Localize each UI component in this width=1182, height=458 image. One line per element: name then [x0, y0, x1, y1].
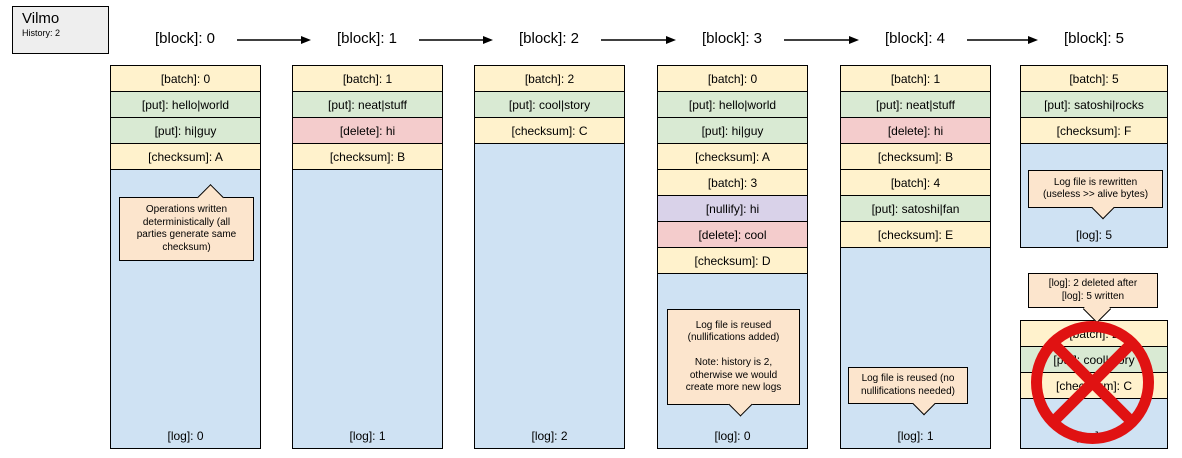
- log-label: [log]: 0: [714, 429, 751, 443]
- log-label: [log]: 1: [897, 429, 934, 443]
- op-box: [batch]: 4: [840, 169, 991, 196]
- callout-text: Log file is reused (nullifications added…: [685, 319, 782, 394]
- op-box: [checksum]: B: [292, 143, 443, 170]
- block-column-4: [batch]: 1 [put]: neat|stuff [delete]: h…: [840, 65, 991, 449]
- op-box: [put]: cool|story: [474, 91, 625, 118]
- op-box: [delete]: hi: [292, 117, 443, 144]
- no-entry-icon: [1031, 321, 1154, 444]
- op-box: [nullify]: hi: [657, 195, 808, 222]
- flow-arrow: [419, 36, 493, 44]
- op-box: [checksum]: E: [840, 221, 991, 248]
- op-box: [checksum]: C: [474, 117, 625, 144]
- block-label-0: [block]: 0: [154, 30, 216, 47]
- block-label-1: [block]: 1: [336, 30, 398, 47]
- block-label-5: [block]: 5: [1063, 30, 1125, 47]
- log-label: [log]: 5: [1075, 228, 1113, 242]
- log-file-box: [log]: 2: [474, 143, 625, 449]
- callout-text: Operations written deterministically (al…: [136, 204, 237, 253]
- block-label-4: [block]: 4: [884, 30, 946, 47]
- flow-arrows: [237, 36, 1038, 44]
- op-box: [checksum]: A: [657, 143, 808, 170]
- vilmo-history: History: 2: [22, 28, 61, 38]
- flow-arrow: [601, 36, 676, 44]
- op-box: [delete]: hi: [840, 117, 991, 144]
- op-box: [checksum]: A: [110, 143, 261, 170]
- flow-arrow: [237, 36, 311, 44]
- block-column-2: [batch]: 2 [put]: cool|story [checksum]:…: [474, 65, 625, 449]
- log-file-box: [log]: 1: [840, 247, 991, 449]
- op-box: [checksum]: B: [840, 143, 991, 170]
- log-label: [log]: 1: [349, 429, 386, 443]
- callout-log-deleted: [log]: 2 deleted after [log]: 5 written: [1028, 273, 1158, 324]
- op-box: [batch]: 3: [657, 169, 808, 196]
- op-box: [put]: satoshi|rocks: [1020, 91, 1168, 118]
- op-box: [batch]: 2: [474, 65, 625, 92]
- log-label: [log]: 2: [531, 429, 568, 443]
- log-label: [log]: 0: [167, 429, 204, 443]
- block-label-2: [block]: 2: [518, 30, 580, 47]
- callout-deterministic: Operations written deterministically (al…: [119, 184, 254, 261]
- op-box: [delete]: cool: [657, 221, 808, 248]
- op-box: [put]: hello|world: [657, 91, 808, 118]
- vilmo-node: Vilmo History: 2: [12, 6, 109, 54]
- log-file-box: [log]: 1: [292, 169, 443, 449]
- flow-arrow: [967, 36, 1038, 44]
- flow-arrow: [784, 36, 859, 44]
- op-box: [batch]: 5: [1020, 65, 1168, 92]
- op-box: [checksum]: D: [657, 247, 808, 274]
- callout-log-reused: Log file is reused (no nullifications ne…: [848, 367, 968, 416]
- op-box: [put]: hi|guy: [657, 117, 808, 144]
- op-box: [put]: hello|world: [110, 91, 261, 118]
- block-column-1: [batch]: 1 [put]: neat|stuff [delete]: h…: [292, 65, 443, 449]
- op-box: [batch]: 0: [110, 65, 261, 92]
- op-box: [batch]: 1: [840, 65, 991, 92]
- callout-log-rewritten: Log file is rewritten (useless >> alive …: [1028, 170, 1163, 220]
- op-box: [put]: hi|guy: [110, 117, 261, 144]
- callout-log-reused-nullifications: Log file is reused (nullifications added…: [667, 309, 800, 417]
- op-box: [put]: neat|stuff: [840, 91, 991, 118]
- op-box: [batch]: 1: [292, 65, 443, 92]
- block-label-3: [block]: 3: [701, 30, 763, 47]
- block-column-3: [batch]: 0 [put]: hello|world [put]: hi|…: [657, 65, 808, 449]
- op-box: [checksum]: F: [1020, 117, 1168, 144]
- op-box: [batch]: 0: [657, 65, 808, 92]
- op-box: [put]: satoshi|fan: [840, 195, 991, 222]
- callout-text: Log file is rewritten (useless >> alive …: [1042, 176, 1149, 201]
- op-box: [put]: neat|stuff: [292, 91, 443, 118]
- callout-text: [log]: 2 deleted after [log]: 5 written: [1048, 278, 1138, 302]
- callout-text: Log file is reused (no nullifications ne…: [861, 373, 955, 397]
- vilmo-title: Vilmo: [22, 10, 60, 27]
